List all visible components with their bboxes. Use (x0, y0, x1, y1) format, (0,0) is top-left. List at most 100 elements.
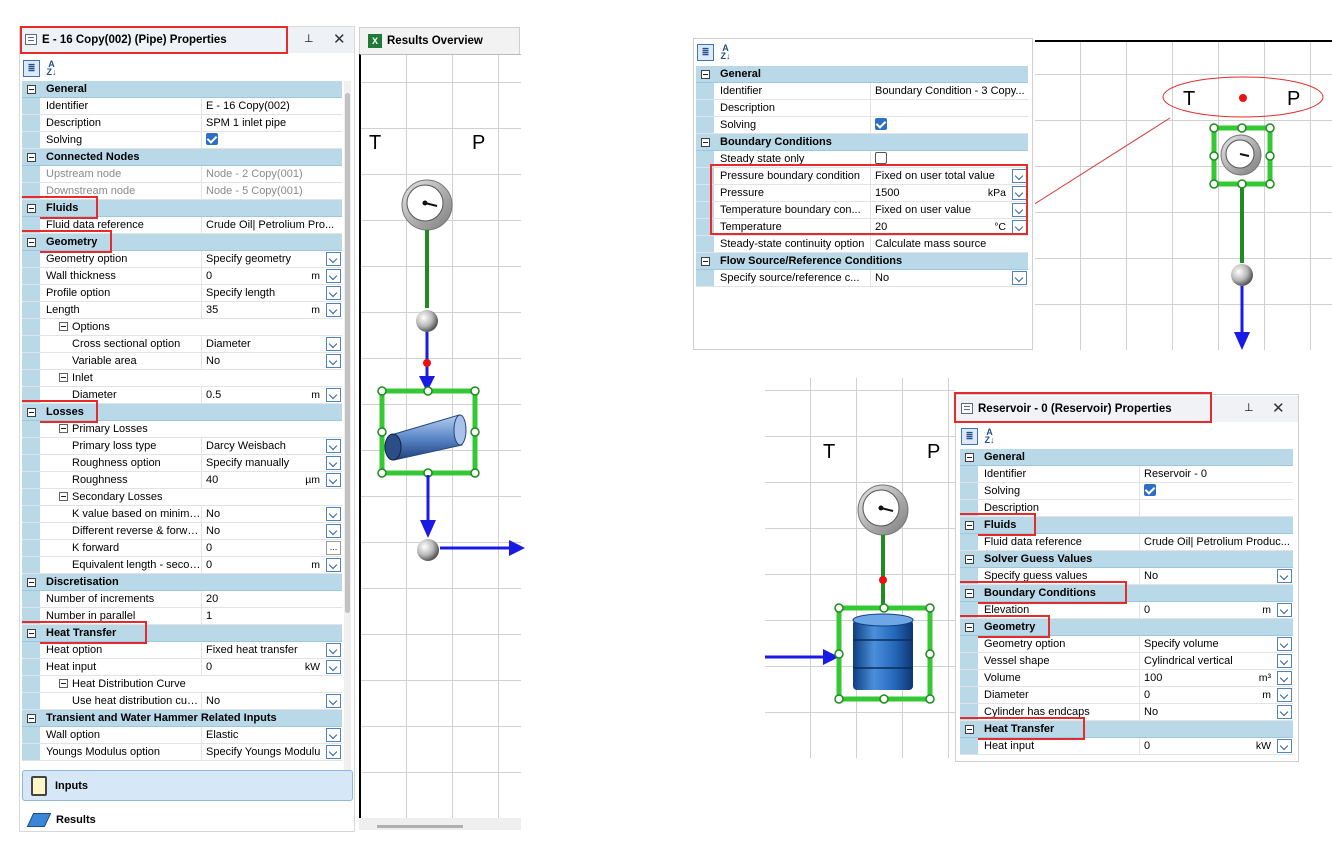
chevron-down-icon[interactable] (1277, 569, 1292, 583)
unit-label[interactable]: m (1262, 604, 1271, 616)
property-value[interactable]: E - 16 Copy(002) (206, 100, 290, 112)
property-row-different-reverse-forwa[interactable]: Different reverse & forwa...No (22, 523, 342, 540)
nav-inputs-button[interactable]: Inputs (22, 770, 353, 801)
property-value[interactable]: No (202, 353, 342, 369)
collapse-icon[interactable] (965, 589, 974, 598)
property-value[interactable]: 0... (202, 540, 342, 556)
property-row-solving[interactable]: Solving (960, 483, 1293, 500)
property-value[interactable] (202, 132, 342, 148)
property-value[interactable] (871, 151, 1028, 167)
chevron-down-icon[interactable] (326, 337, 341, 351)
category-losses[interactable]: Losses (22, 400, 342, 423)
collapse-icon[interactable] (965, 555, 974, 564)
collapse-icon[interactable] (965, 453, 974, 462)
unit-label[interactable]: µm (305, 474, 320, 486)
property-value[interactable]: Reservoir - 0 (1144, 468, 1207, 480)
property-value[interactable]: Darcy Weisbach (202, 438, 342, 454)
close-icon[interactable]: ✕ (1272, 400, 1285, 417)
property-value[interactable]: Crude Oil| Petrolium Produc... (1144, 536, 1290, 548)
property-value[interactable]: Fixed on user value (871, 202, 1028, 218)
collapse-icon[interactable] (27, 85, 36, 94)
chevron-down-icon[interactable] (1277, 637, 1292, 651)
category-transient-and-water-hammer-related-inputs[interactable]: Transient and Water Hammer Related Input… (22, 710, 342, 727)
unit-label[interactable]: m (311, 270, 320, 282)
property-value[interactable]: Node - 2 Copy(001) (206, 168, 303, 180)
category-solver-guess-values[interactable]: Solver Guess Values (960, 551, 1293, 568)
property-value[interactable]: Diameter (202, 336, 342, 352)
property-value[interactable]: No (202, 693, 342, 709)
property-value[interactable]: No (202, 523, 342, 539)
property-value[interactable]: Specify length (202, 285, 342, 301)
collapse-icon[interactable] (27, 408, 36, 417)
collapse-icon[interactable] (701, 70, 710, 79)
canvas-h-scrollbar[interactable] (359, 818, 521, 830)
collapse-icon[interactable] (965, 521, 974, 530)
unit-label[interactable]: kW (1255, 740, 1271, 752)
chevron-down-icon[interactable] (326, 456, 341, 470)
chevron-down-icon[interactable] (1277, 671, 1292, 685)
chevron-down-icon[interactable] (326, 558, 341, 572)
subcategory-inlet[interactable]: Inlet (22, 370, 342, 387)
property-value[interactable] (1140, 483, 1293, 499)
unit-label[interactable]: m (1262, 689, 1271, 701)
pipe-component[interactable] (377, 386, 480, 478)
collapse-icon[interactable] (27, 238, 36, 247)
chevron-down-icon[interactable] (326, 507, 341, 521)
categorized-view-icon[interactable]: ≣ (23, 59, 40, 77)
property-value[interactable] (871, 100, 1028, 116)
unit-label[interactable]: m (311, 389, 320, 401)
collapse-icon[interactable] (59, 373, 68, 382)
reservoir-component[interactable] (834, 603, 935, 704)
chevron-down-icon[interactable] (326, 745, 341, 759)
category-discretisation[interactable]: Discretisation (22, 574, 342, 591)
category-connected-nodes[interactable]: Connected Nodes (22, 149, 342, 166)
pin-icon[interactable]: ⊥ (1244, 402, 1254, 414)
category-geometry[interactable]: Geometry (22, 230, 342, 253)
category-general[interactable]: General (960, 449, 1293, 466)
property-row-temperature-boundary-con[interactable]: Temperature boundary con...Fixed on user… (696, 202, 1028, 219)
property-value[interactable]: No (202, 506, 342, 522)
checkbox[interactable] (875, 152, 887, 164)
property-value[interactable]: Specify Youngs Modulu (202, 744, 342, 760)
chevron-down-icon[interactable] (326, 473, 341, 487)
checkbox[interactable] (1144, 484, 1156, 496)
collapse-icon[interactable] (701, 257, 710, 266)
property-value[interactable]: No (1140, 568, 1293, 584)
checkbox[interactable] (206, 133, 218, 145)
chevron-down-icon[interactable] (1277, 739, 1292, 753)
property-scrollbar[interactable] (344, 81, 351, 771)
chevron-down-icon[interactable] (326, 439, 341, 453)
collapse-icon[interactable] (701, 138, 710, 147)
unit-label[interactable]: kW (304, 661, 320, 673)
nav-results-button[interactable]: Results (22, 807, 353, 833)
subcategory-options[interactable]: Options (22, 319, 342, 336)
pin-icon[interactable]: ⊥ (304, 33, 314, 45)
category-boundary-conditions[interactable]: Boundary Conditions (960, 581, 1293, 604)
chevron-down-icon[interactable] (326, 728, 341, 742)
